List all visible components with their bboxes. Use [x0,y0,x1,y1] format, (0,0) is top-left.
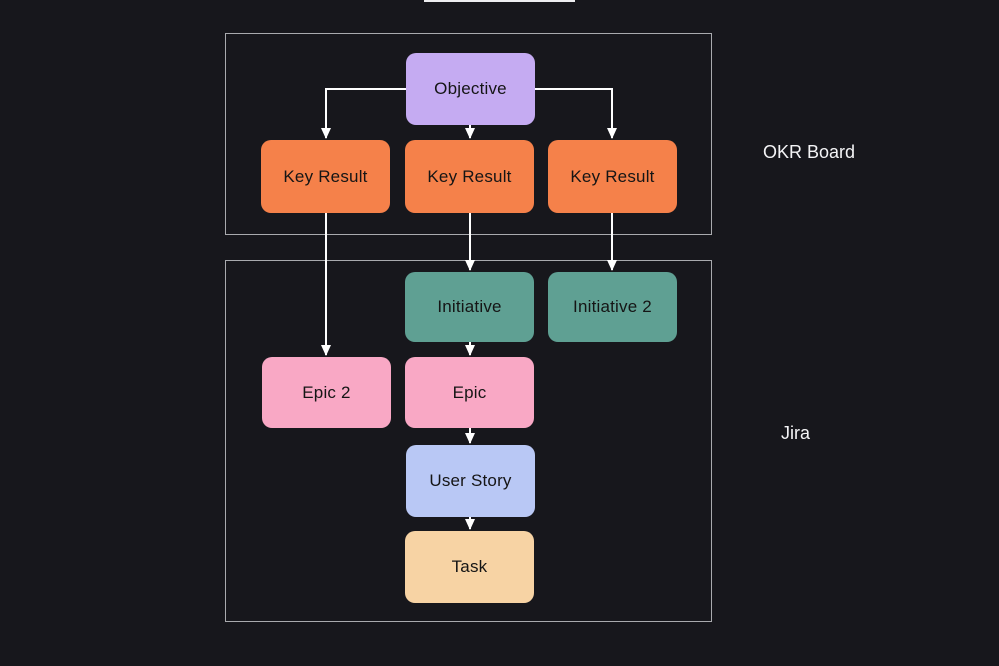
jira-frame-label: Jira [781,423,811,443]
node-epic-2: Epic 2 [262,357,391,428]
node-user-story: User Story [406,445,535,517]
node-key-result-3: Key Result [548,140,677,213]
node-initiative: Initiative [405,272,534,342]
node-task: Task [405,531,534,603]
okr-board-frame-label: OKR Board [763,142,856,162]
node-initiative-2: Initiative 2 [548,272,677,342]
node-objective: Objective [406,53,535,125]
node-epic: Epic [405,357,534,428]
node-key-result-2: Key Result [405,140,534,213]
cropped-shape-edge [424,0,575,2]
okr-board-frame [225,33,712,235]
node-key-result-1: Key Result [261,140,390,213]
